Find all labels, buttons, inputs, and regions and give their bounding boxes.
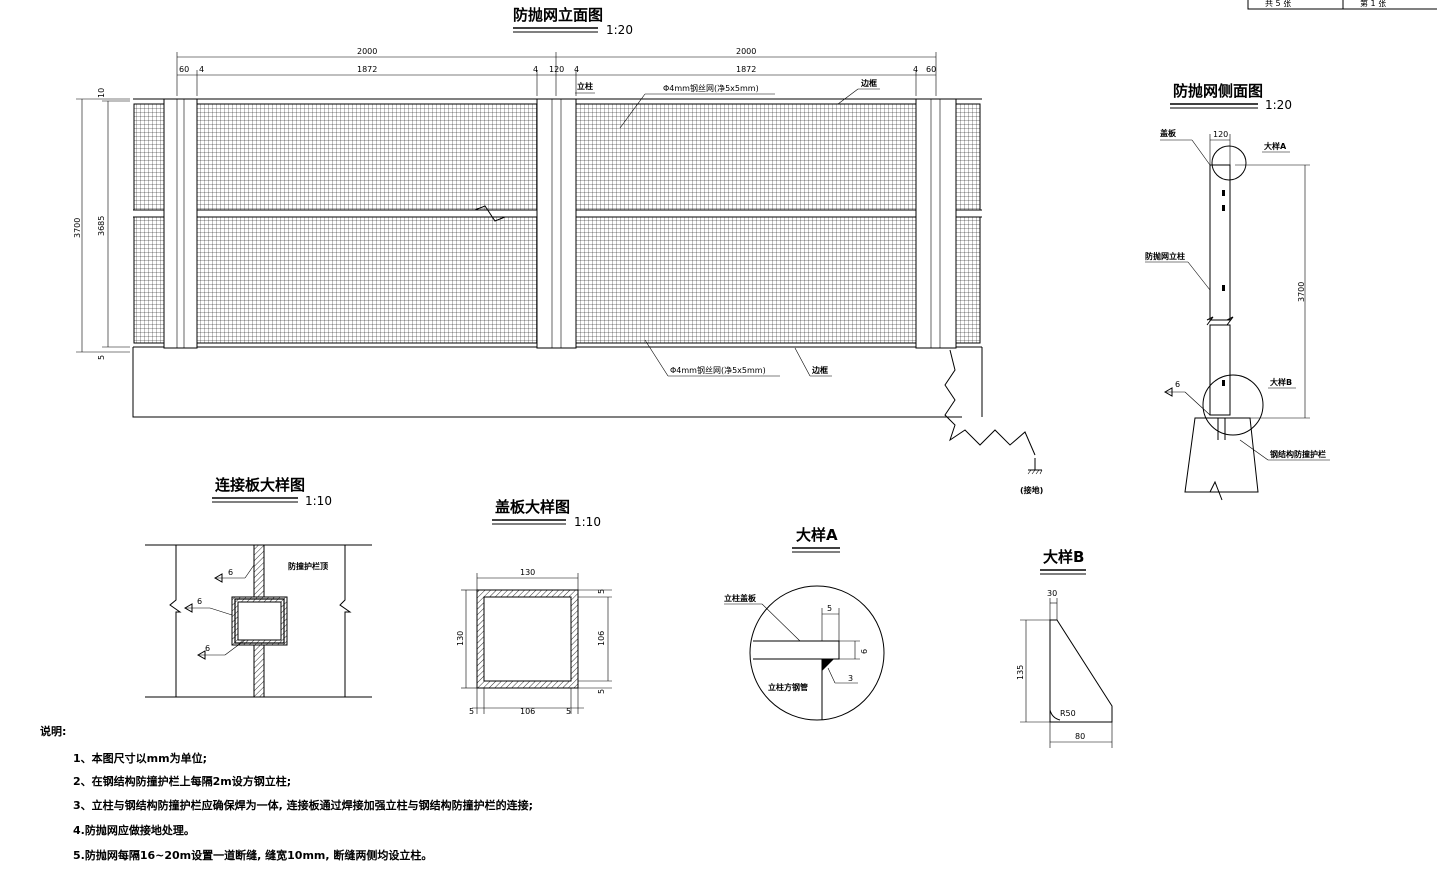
side-label-detail-b: 大样B	[1270, 377, 1292, 387]
side-dim-120: 120	[1213, 130, 1228, 139]
dim-3700: 3700	[73, 218, 82, 238]
note-item: 3、立柱与钢结构防撞护栏应确保焊为一体, 连接板通过焊接加强立柱与钢结构防撞护栏…	[73, 798, 533, 812]
detail-a: 大样A 5 6 3 立柱盖板 立柱方钢管	[724, 526, 885, 721]
label-mesh-bottom: Φ4mm钢丝网(净5x5mm)	[670, 365, 766, 375]
note-item: 5.防抛网每隔16~20m设置一道断缝, 缝宽10mm, 断缝两侧均设立柱。	[73, 848, 432, 862]
label-mesh-top: Φ4mm钢丝网(净5x5mm)	[663, 83, 759, 93]
label-post: 立柱	[577, 81, 593, 91]
detail-b-dim-30: 30	[1047, 589, 1057, 598]
cover-plate-detail: 盖板大样图 1:10 130 130 106 5 5 106 5 5	[456, 498, 612, 716]
title-block: 共 5 张 第 1 张	[1247, 0, 1437, 10]
label-frame-bottom: 边框	[811, 365, 828, 375]
title-block-sheet: 第 1 张	[1360, 0, 1386, 8]
dim-4-c: 4	[574, 65, 579, 74]
cover-dim-5-bottom: 5	[597, 689, 606, 694]
detail-a-weld: 3	[848, 674, 853, 683]
cover-dim-130-left: 130	[456, 631, 465, 646]
connect-title: 连接板大样图	[215, 476, 305, 494]
detail-a-dim-6: 6	[860, 649, 869, 654]
dim-net-right: 1872	[736, 65, 756, 74]
ground-label: (接地)	[1020, 485, 1043, 495]
connect-scale: 1:10	[305, 494, 332, 508]
connect-weld-1: 6	[228, 568, 233, 577]
dim-60-right: 60	[926, 65, 936, 74]
cover-dim-130-top: 130	[520, 568, 535, 577]
detail-b-dim-135: 135	[1016, 665, 1025, 680]
notes-heading: 说明:	[40, 724, 66, 738]
title-block-total: 共 5 张	[1265, 0, 1291, 8]
note-item: 4.防抛网应做接地处理。	[73, 823, 195, 837]
detail-b-dim-80: 80	[1075, 732, 1085, 741]
dim-60-left: 60	[179, 65, 189, 74]
side-title: 防抛网侧面图	[1173, 82, 1263, 100]
detail-b: 大样B 30 135 80 R50	[1016, 548, 1113, 748]
cover-dim-5-top: 5	[597, 589, 606, 594]
side-dim-3700: 3700	[1297, 282, 1306, 302]
side-label-cover: 盖板	[1160, 128, 1177, 138]
dim-net-left: 1872	[357, 65, 377, 74]
detail-a-label-cover: 立柱盖板	[724, 593, 757, 603]
connect-label-barrier-top: 防撞护栏顶	[288, 561, 328, 571]
side-label-detail-a: 大样A	[1264, 141, 1287, 151]
cover-dim-5-right: 5	[566, 707, 571, 716]
cover-scale: 1:10	[574, 515, 601, 529]
cover-dim-106-bottom: 106	[520, 707, 535, 716]
note-item: 2、在钢结构防撞护栏上每隔2m设方钢立柱;	[73, 774, 291, 788]
detail-a-title: 大样A	[796, 526, 838, 544]
side-label-post: 防抛网立柱	[1145, 251, 1185, 261]
cover-dim-5-left: 5	[469, 707, 474, 716]
connect-weld-2: 6	[197, 597, 202, 606]
side-label-barrier: 钢结构防撞护栏	[1270, 449, 1326, 459]
cover-title: 盖板大样图	[495, 498, 570, 516]
label-frame-top: 边框	[860, 78, 877, 88]
detail-a-label-tube: 立柱方钢管	[768, 682, 808, 692]
connect-weld-3: 6	[205, 644, 210, 653]
dim-5: 5	[97, 355, 106, 360]
dim-3685: 3685	[97, 216, 106, 236]
side-view: 防抛网侧面图 1:20 120 3700 盖板 大样A 防抛网立柱	[1145, 82, 1330, 501]
detail-b-radius: R50	[1060, 709, 1076, 718]
elevation-title: 防抛网立面图	[513, 6, 603, 24]
dim-4-a: 4	[199, 65, 204, 74]
notes: 说明: 1、本图尺寸以mm为单位; 2、在钢结构防撞护栏上每隔2m设方钢立柱; …	[40, 724, 533, 862]
connection-plate-detail: 连接板大样图 1:10 6 6 6 防撞护栏顶	[145, 476, 372, 698]
detail-a-dim-5: 5	[827, 604, 832, 613]
dim-4-d: 4	[913, 65, 918, 74]
dim-10: 10	[97, 88, 106, 98]
elevation-scale: 1:20	[606, 23, 633, 37]
note-item: 1、本图尺寸以mm为单位;	[73, 751, 207, 765]
dim-span-right: 2000	[736, 47, 756, 56]
cover-dim-106-right: 106	[597, 631, 606, 646]
detail-b-title: 大样B	[1043, 548, 1084, 566]
elevation-view: 防抛网立面图 1:20 2000 2000 1872 1872 60 4 4 1…	[73, 6, 1043, 495]
dim-4-b: 4	[533, 65, 538, 74]
side-weld: 6	[1175, 380, 1180, 389]
dim-span-left: 2000	[357, 47, 377, 56]
dim-120: 120	[549, 65, 564, 74]
side-scale: 1:20	[1265, 98, 1292, 112]
